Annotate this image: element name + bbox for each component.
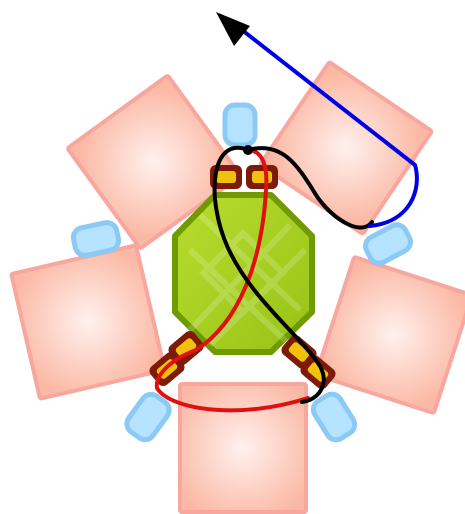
blue-bead-top [225, 105, 255, 145]
tile-left [11, 245, 165, 399]
tile-right [316, 257, 465, 413]
direction-arrow [216, 12, 250, 46]
blue-bead-left [72, 221, 121, 258]
yellow-bead [252, 171, 272, 183]
thread-start-dot [243, 145, 253, 155]
blue-bead-right [362, 221, 414, 266]
yellow-bead [216, 171, 236, 183]
blue-bead-bottom-right [310, 390, 359, 443]
